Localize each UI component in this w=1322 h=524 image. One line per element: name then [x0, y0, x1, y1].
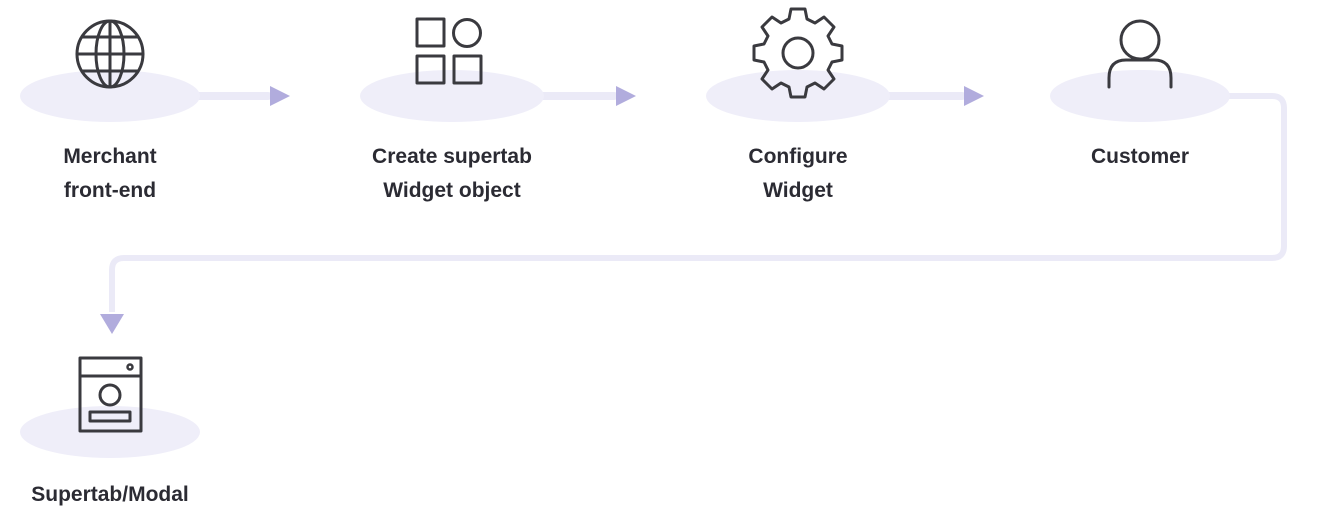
arrowheads — [100, 86, 984, 334]
node-ellipse-create-widget — [360, 70, 544, 122]
icons — [75, 7, 1173, 433]
arrowhead-to-customer — [964, 86, 984, 106]
node-ellipse-customer — [1050, 70, 1230, 122]
node-label-configure: Configure Widget — [698, 140, 898, 208]
gear-icon — [752, 7, 844, 99]
globe-icon — [75, 19, 145, 89]
node-ellipse-merchant — [20, 70, 200, 122]
widget-grid-icon — [415, 17, 483, 85]
node-label-customer-line-1: Customer — [1090, 145, 1190, 168]
modal-window-icon — [78, 356, 143, 433]
node-label-merchant: Merchant front-end — [20, 140, 200, 208]
node-label-configure-line-2: Widget — [763, 179, 833, 202]
arrowhead-to-configure — [616, 86, 636, 106]
node-label-customer: Customer — [1040, 140, 1240, 174]
node-label-create-widget-line-2: Widget object — [383, 179, 521, 202]
node-ellipses — [20, 70, 1230, 458]
connector-customer-to-modal — [109, 93, 1287, 312]
node-label-modal-line-1: Supertab/Modal — [31, 483, 189, 506]
node-label-create-widget: Create supertab Widget object — [342, 140, 562, 208]
node-label-modal: Supertab/Modal — [5, 478, 215, 512]
arrowhead-to-create-widget — [270, 86, 290, 106]
node-label-create-widget-line-1: Create supertab — [372, 145, 532, 168]
user-icon — [1107, 19, 1173, 89]
node-label-configure-line-1: Configure — [748, 145, 848, 168]
node-label-merchant-line-1: Merchant — [63, 145, 157, 168]
arrowhead-to-modal — [100, 314, 124, 334]
node-label-merchant-line-2: front-end — [63, 179, 157, 202]
